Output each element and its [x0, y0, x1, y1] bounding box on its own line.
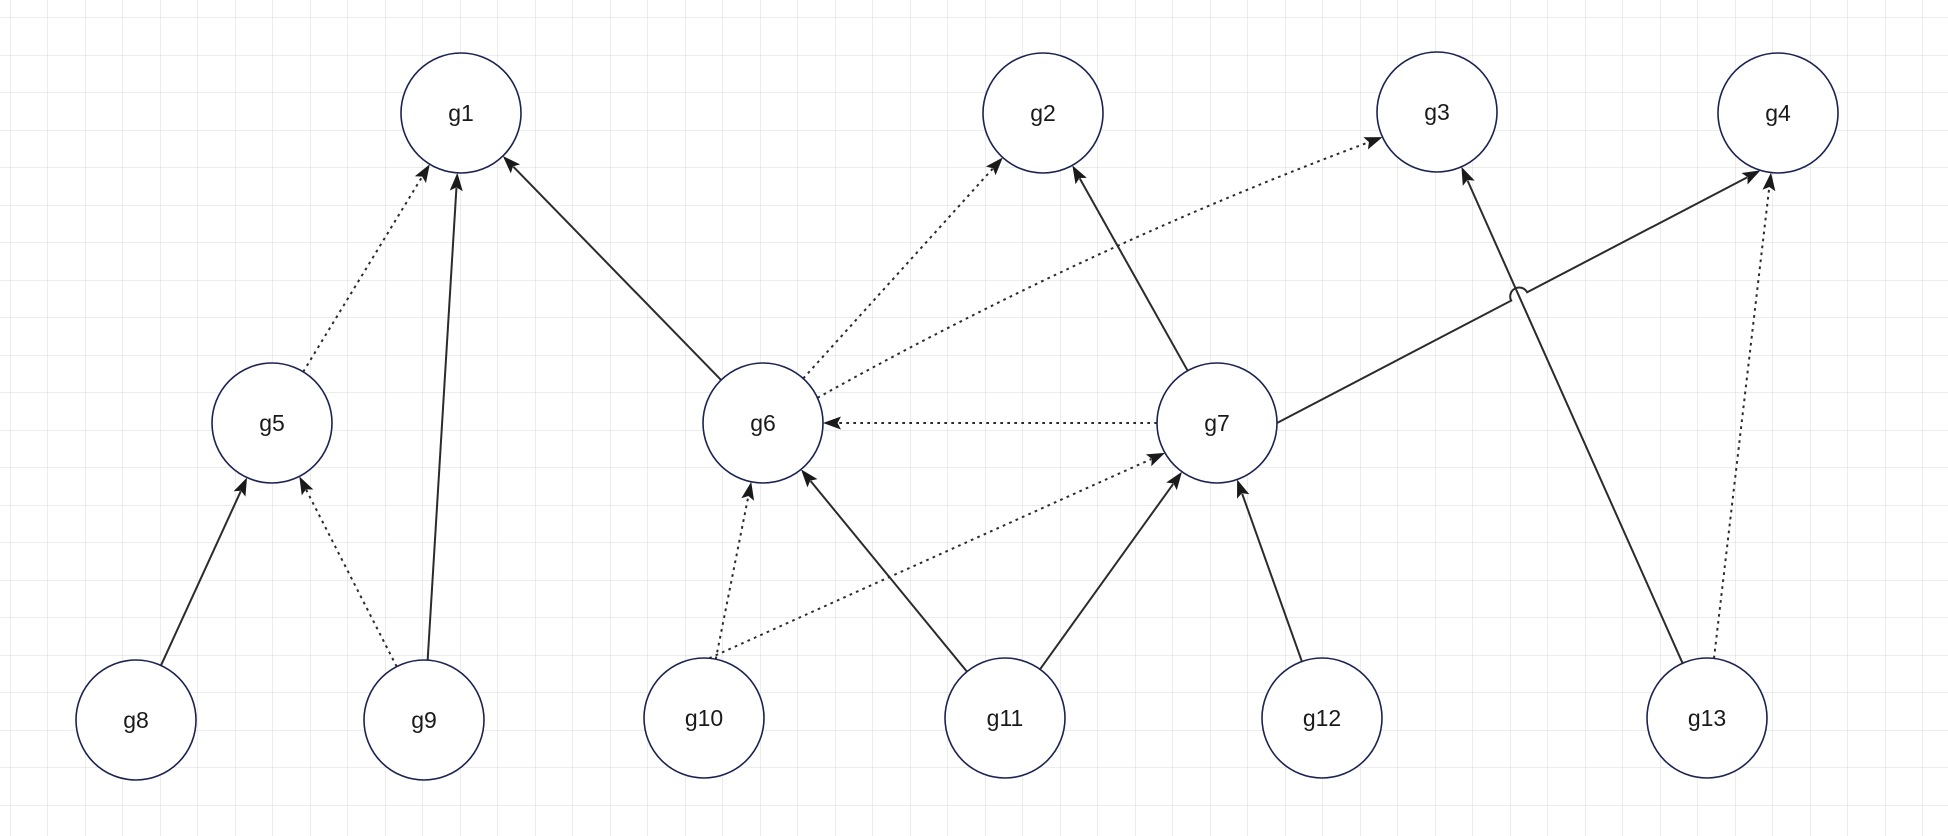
edge-g9-g5[interactable]: [299, 476, 398, 668]
arrowhead-icon: [299, 476, 314, 496]
edge-g8-g5[interactable]: [160, 477, 248, 666]
dotted-edge-line: [302, 176, 423, 373]
node-g4[interactable]: g4: [1717, 52, 1839, 174]
node-circle: [1717, 52, 1839, 174]
dotted-edge-line: [305, 489, 398, 668]
node-g7[interactable]: g7: [1156, 362, 1278, 484]
node-label: g11: [987, 705, 1024, 731]
node-g12[interactable]: g12: [1261, 657, 1383, 779]
solid-edge-line: [1466, 180, 1684, 664]
node-label: g8: [123, 707, 149, 733]
node-label: g9: [411, 707, 437, 733]
arrowhead-icon: [233, 477, 248, 497]
node-circle: [400, 52, 522, 174]
dotted-edge-line: [802, 167, 994, 380]
node-label: g2: [1030, 100, 1056, 126]
node-label: g6: [750, 410, 776, 436]
edge-g5-g1[interactable]: [302, 164, 430, 373]
edge-g6-g1[interactable]: [502, 155, 722, 381]
edge-g6-g2[interactable]: [802, 157, 1003, 380]
arrowhead-icon: [1363, 137, 1383, 150]
solid-edge-line: [1276, 176, 1748, 424]
node-label: g3: [1424, 99, 1450, 125]
arrowhead-icon: [1762, 172, 1776, 192]
node-label: g4: [1765, 100, 1791, 126]
node-circle: [211, 362, 333, 484]
node-g6[interactable]: g6: [702, 362, 824, 484]
edge-layer: [160, 137, 1776, 673]
node-circle: [1376, 51, 1498, 173]
arrowhead-icon: [823, 416, 841, 430]
solid-edge-line: [512, 166, 722, 381]
node-label: g12: [1303, 705, 1341, 731]
edge-g13-g3[interactable]: [1461, 166, 1684, 664]
arrowhead-icon: [1145, 452, 1165, 467]
arrowhead-icon: [414, 164, 430, 183]
node-label: g1: [448, 100, 474, 126]
arrowhead-icon: [1461, 166, 1475, 186]
node-g9[interactable]: g9: [363, 659, 485, 781]
node-circle: [702, 362, 824, 484]
node-circle: [982, 52, 1104, 174]
node-circle: [643, 657, 765, 779]
node-g3[interactable]: g3: [1376, 51, 1498, 173]
edge-g6-g3[interactable]: [816, 137, 1383, 399]
solid-edge-line: [426, 187, 458, 661]
arrowhead-icon: [801, 469, 818, 488]
arrowhead-icon: [449, 172, 463, 192]
arrowhead-icon: [1741, 170, 1761, 185]
node-g2[interactable]: g2: [982, 52, 1104, 174]
edge-g7-g4[interactable]: [1276, 170, 1761, 424]
node-g8[interactable]: g8: [75, 659, 197, 781]
node-g11[interactable]: g11: [944, 657, 1066, 779]
edge-g7-g2[interactable]: [1072, 165, 1189, 372]
node-layer: g1 g2 g3 g4 g5 g6 g7 g8 g9 g10 g11 g12 g13: [75, 51, 1839, 781]
node-label: g10: [685, 705, 723, 731]
node-label: g7: [1204, 410, 1230, 436]
edge-g9-g1[interactable]: [426, 172, 463, 661]
edge-g12-g7[interactable]: [1237, 479, 1303, 662]
solid-edge-line: [160, 490, 242, 666]
dotted-edge-line: [1712, 187, 1771, 659]
node-circle: [1261, 657, 1383, 779]
node-circle: [363, 659, 485, 781]
solid-edge-line: [1078, 177, 1189, 372]
node-circle: [75, 659, 197, 781]
edge-g7-g6[interactable]: [823, 416, 1157, 430]
arrowhead-icon: [1072, 165, 1087, 185]
edge-g11-g7[interactable]: [1039, 471, 1182, 670]
node-label: g5: [259, 410, 285, 436]
node-g5[interactable]: g5: [211, 362, 333, 484]
node-g10[interactable]: g10: [643, 657, 765, 779]
arrowhead-icon: [1237, 479, 1250, 499]
arrowhead-icon: [502, 155, 521, 174]
edge-g10-g6[interactable]: [714, 481, 755, 660]
solid-edge-line: [1039, 483, 1175, 670]
node-circle: [1646, 657, 1768, 779]
arrowhead-icon: [741, 481, 755, 501]
edge-g13-g4[interactable]: [1712, 172, 1776, 659]
arrowhead-icon: [985, 157, 1003, 176]
arrowhead-icon: [1166, 471, 1182, 491]
node-g1[interactable]: g1: [400, 52, 522, 174]
node-circle: [1156, 362, 1278, 484]
node-g13[interactable]: g13: [1646, 657, 1768, 779]
node-label: g13: [1688, 705, 1726, 731]
solid-edge-line: [1241, 493, 1303, 662]
edge-g10-g7[interactable]: [708, 452, 1165, 660]
node-circle: [944, 657, 1066, 779]
